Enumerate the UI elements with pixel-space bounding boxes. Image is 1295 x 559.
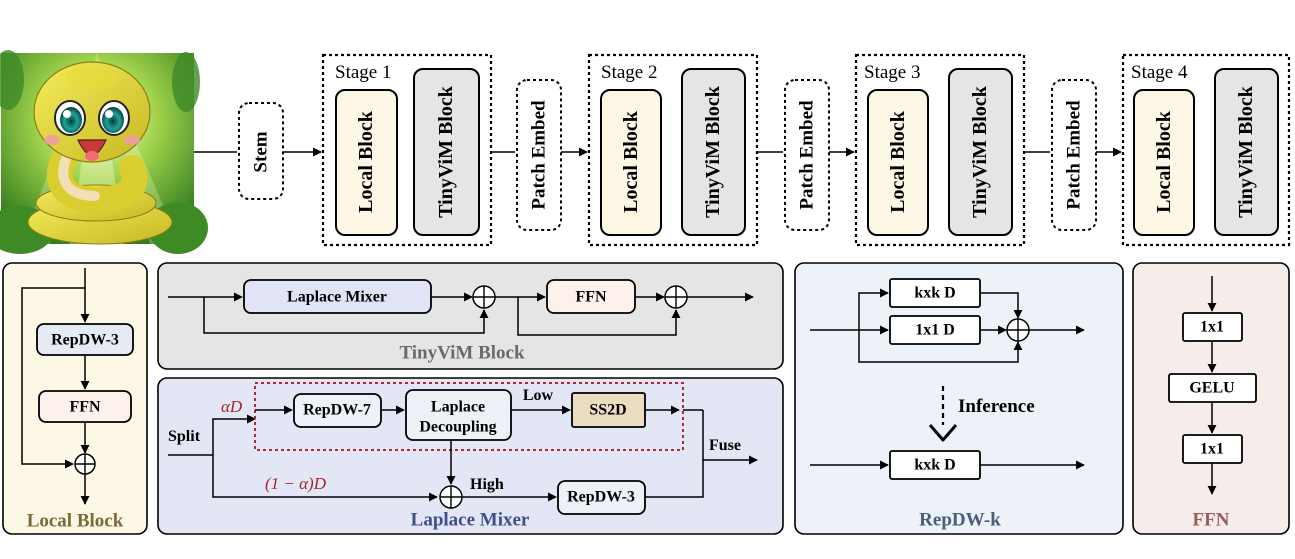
stage-2-local-label: Local Block <box>620 110 642 213</box>
stem-label: Stem <box>251 131 272 172</box>
one-by-one-conv-label: 1x1 D <box>915 322 955 339</box>
stage-3-local-block <box>867 89 929 236</box>
laplace-decoupling-line2: Decoupling <box>419 419 496 436</box>
stage-4-local-label: Local Block <box>1153 110 1175 213</box>
stage-2-tinyvim-block <box>681 68 746 236</box>
ss2d-label: SS2D <box>589 402 626 419</box>
stage-4-local-block <box>1133 89 1195 236</box>
stage-3-tinyvim-label: TinyViM Block <box>969 85 991 218</box>
high-label: High <box>470 476 504 493</box>
stage-4-tinyvim-label: TinyViM Block <box>1235 85 1257 218</box>
stage-3-local-label: Local Block <box>887 110 909 213</box>
ffn-conv2-label: 1x1 <box>1200 441 1224 458</box>
stage-2-tinyvim-label: TinyViM Block <box>702 85 724 218</box>
repdwk-title: RepDW-k <box>919 510 1001 531</box>
repdw3-label: RepDW-3 <box>51 332 119 349</box>
stage-3-tinyvim-block <box>948 68 1013 236</box>
ffn-label: FFN <box>69 399 101 416</box>
patch-embed-3 <box>1051 79 1097 231</box>
top-pipeline: Stem Stage 1 Local Block TinyViM Block P… <box>194 53 1291 247</box>
ffn-panel: 1x1 GELU 1x1 FFN <box>1132 262 1290 535</box>
laplace-decoupling-box <box>405 389 512 441</box>
laplace-mixer-label: Laplace Mixer <box>287 289 387 306</box>
residual-line <box>21 287 85 469</box>
laplace-mixer-panel: Split αD RepDW-7 Laplace Decoupling Low … <box>157 377 784 535</box>
kxk-infer-label: kxk D <box>914 457 955 474</box>
patch-embed-2-label: Patch Embed <box>797 100 818 210</box>
snake-illustration <box>0 50 208 254</box>
one-minus-alpha-d-label: (1 − α)D <box>265 474 327 493</box>
patch-embed-1-label: Patch Embed <box>529 100 550 210</box>
stage-4-tinyvim-block <box>1214 68 1279 236</box>
patch-embed-3-label: Patch Embed <box>1064 100 1085 210</box>
stage-3-title: Stage 3 <box>864 62 920 83</box>
stage-4-frame <box>1121 53 1291 247</box>
gelu-label: GELU <box>1189 380 1235 397</box>
ffn-panel-title: FFN <box>1193 510 1230 531</box>
patch-embed-1 <box>516 79 562 231</box>
kxk-conv-label: kxk D <box>914 285 955 302</box>
stage-2-title: Stage 2 <box>601 62 657 83</box>
stage-1-title: Stage 1 <box>335 62 391 83</box>
split-label: Split <box>168 428 201 445</box>
local-block-panel: RepDW-3 FFN Local Block <box>2 262 148 535</box>
tinyvim-block-title: TinyViM Block <box>399 343 525 364</box>
stage-1-local-block <box>335 89 398 236</box>
inference-label: Inference <box>958 396 1035 417</box>
laplace-decoupling-line1: Laplace <box>431 399 485 416</box>
patch-embed-2 <box>784 79 830 231</box>
low-label: Low <box>523 387 554 404</box>
repdwk-panel: kxk D 1x1 D Inference kxk D RepDW-k <box>794 262 1124 535</box>
stage-1-local-label: Local Block <box>355 110 377 213</box>
stage-1-tinyvim-label: TinyViM Block <box>435 85 457 218</box>
repdw3-label: RepDW-3 <box>567 489 635 506</box>
fuse-label: Fuse <box>709 437 741 454</box>
stem-box <box>238 102 284 200</box>
local-block-title: Local Block <box>27 511 124 532</box>
laplace-mixer-title: Laplace Mixer <box>411 510 530 531</box>
stage-2-frame <box>587 53 759 247</box>
ffn-label: FFN <box>575 289 607 306</box>
ffn-conv1-label: 1x1 <box>1200 319 1224 336</box>
stage-1-frame <box>321 53 493 247</box>
stage-2-local-block <box>600 89 662 236</box>
stage-4-title: Stage 4 <box>1131 62 1188 83</box>
low-frequency-dashed-frame <box>254 382 684 451</box>
stage-1-tinyvim-block <box>413 68 480 236</box>
stage-3-frame <box>854 53 1026 247</box>
tinyvim-block-panel: Laplace Mixer FFN TinyViM Block <box>157 262 784 370</box>
repdw7-label: RepDW-7 <box>303 402 371 419</box>
alpha-d-label: αD <box>221 397 243 416</box>
